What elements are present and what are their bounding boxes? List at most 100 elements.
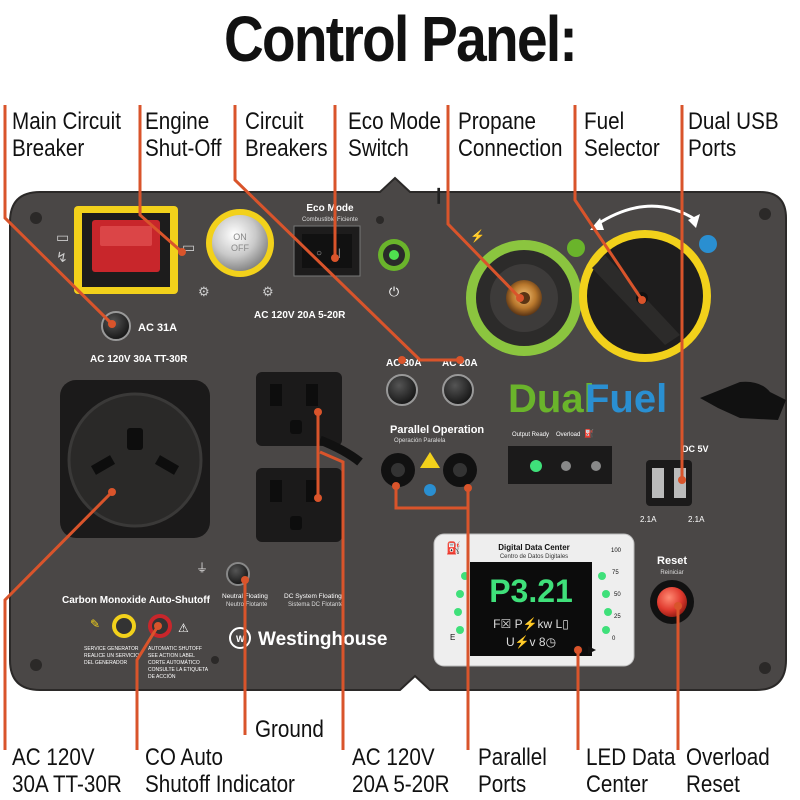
outlet-20a-top-ground bbox=[290, 420, 302, 434]
label-ac-30a: AC 120V 30A TT-30R bbox=[12, 744, 122, 798]
engine-shutoff-ring bbox=[206, 209, 274, 277]
display-row-2: F☒ P⚡kw L▯ bbox=[493, 617, 569, 631]
gauge-dot bbox=[604, 608, 612, 616]
label-eco-mode-switch: Eco Mode Switch bbox=[348, 108, 441, 162]
screw-hole bbox=[759, 662, 771, 674]
propane-fuel-icon bbox=[567, 239, 585, 257]
neutral-floating-sub: Neutro Flotante bbox=[226, 602, 268, 608]
overload-label: Overload bbox=[556, 432, 580, 438]
co-title: Carbon Monoxide Auto-Shutoff bbox=[62, 595, 211, 606]
co-shutoff-led bbox=[152, 618, 168, 634]
label-ground: Ground bbox=[255, 716, 324, 743]
gauge-25-label: 25 bbox=[614, 614, 621, 620]
breaker-20a-button[interactable] bbox=[442, 374, 474, 406]
parallel-port-right[interactable] bbox=[443, 453, 477, 487]
co-service-text-1: SERVICE GENERATOR bbox=[84, 646, 139, 652]
screw-hole bbox=[759, 208, 771, 220]
warning-icon bbox=[420, 452, 440, 468]
co-service-text-2: REALICE UN SERVICIO bbox=[84, 653, 139, 659]
propane-ring bbox=[466, 240, 582, 356]
arrow-head-right bbox=[688, 214, 700, 228]
leader-ac-30a bbox=[3, 490, 114, 750]
panel-body bbox=[9, 176, 787, 691]
fuel-selector-ring bbox=[579, 230, 711, 362]
fuel-selector-knob[interactable] bbox=[587, 238, 703, 354]
gauge-100-label: 100 bbox=[611, 548, 622, 554]
brand-fuel-text: Fuel bbox=[585, 377, 667, 421]
output-ready-led bbox=[530, 460, 542, 472]
engine-on-label: ON bbox=[233, 232, 247, 242]
oil-icon: ⛽ bbox=[584, 428, 594, 438]
outlet-20a-bottom[interactable] bbox=[256, 468, 342, 542]
leader-lines bbox=[3, 105, 684, 750]
gauge-75-label: 75 bbox=[612, 570, 619, 576]
usb-port-right[interactable] bbox=[674, 468, 686, 498]
usb-right-rating: 2.1A bbox=[688, 515, 705, 524]
parallel-title: Parallel Operation bbox=[390, 424, 484, 436]
page-title: Control Panel: bbox=[223, 3, 578, 75]
parallel-port-left-inner bbox=[391, 463, 405, 477]
data-center-bezel bbox=[433, 533, 635, 667]
ground-terminal[interactable] bbox=[226, 562, 250, 586]
propane-inner bbox=[490, 264, 558, 332]
outlet-30a-ground-slot bbox=[127, 428, 143, 450]
gauge-dot bbox=[456, 590, 464, 598]
eco-mode-switch[interactable] bbox=[293, 225, 361, 277]
engine-icon: ⚙ bbox=[198, 284, 210, 299]
power-button-ring bbox=[378, 239, 410, 271]
breaker-20a-label: AC 20A bbox=[442, 358, 478, 369]
label-fuel-selector: Fuel Selector bbox=[584, 108, 660, 162]
outlet-20a-top-slot bbox=[270, 384, 282, 406]
parallel-port-left[interactable] bbox=[381, 453, 415, 487]
main-breaker-button[interactable] bbox=[101, 311, 131, 341]
engine-off-label: OFF bbox=[231, 243, 249, 253]
power-led bbox=[389, 250, 399, 260]
engine-icon: ⚙ bbox=[262, 284, 274, 299]
propane-cap-icon: ❙ bbox=[432, 187, 445, 204]
main-breaker-switch[interactable] bbox=[92, 220, 160, 272]
reset-title: Reset bbox=[657, 555, 687, 567]
eco-off-icon: ○ bbox=[316, 248, 322, 259]
ground-symbol-icon: ⏚ bbox=[196, 561, 208, 575]
oil-led bbox=[591, 461, 601, 471]
fuel-gauge-icon: ⛽ bbox=[446, 541, 461, 555]
reset-button[interactable] bbox=[657, 587, 687, 617]
main-breaker-housing bbox=[82, 213, 170, 287]
gauge-dot bbox=[598, 572, 606, 580]
breaker-30a-button[interactable] bbox=[386, 374, 418, 406]
output-ready-label: Output Ready bbox=[512, 432, 549, 438]
outlet-30a-slot-left bbox=[90, 455, 116, 475]
power-button[interactable] bbox=[383, 244, 405, 266]
data-center-screen bbox=[470, 562, 592, 656]
gauge-dot bbox=[454, 608, 462, 616]
usb-cover bbox=[700, 381, 786, 420]
label-led-data-center: LED Data Center bbox=[586, 744, 676, 798]
label-main-circuit-breaker: Main Circuit Breaker bbox=[12, 108, 121, 162]
outlet-20a-bottom-ground bbox=[290, 516, 302, 530]
propane-connector[interactable] bbox=[506, 280, 542, 316]
brand-name: Westinghouse bbox=[258, 629, 388, 650]
battery-icon: ▭ bbox=[182, 239, 195, 255]
eco-mode-subtitle: Combustible Ficiente bbox=[302, 217, 359, 223]
battery-icon: ▭ bbox=[56, 229, 69, 245]
display-reading: P3.21 bbox=[489, 573, 573, 609]
usb-port-left[interactable] bbox=[652, 468, 664, 498]
power-icon: ⏻ bbox=[389, 284, 399, 299]
usb-dc-label: DC 5V bbox=[682, 444, 709, 454]
outlet-30a-face[interactable] bbox=[67, 392, 203, 528]
overload-led bbox=[561, 461, 571, 471]
gasoline-fuel-icon bbox=[699, 235, 717, 253]
outlet-20a-top[interactable] bbox=[256, 372, 342, 446]
data-center-subtitle: Centro de Datos Digitales bbox=[500, 554, 568, 560]
outlets-20a-label: AC 120V 20A 5-20R bbox=[254, 310, 346, 321]
display-mode-arrow bbox=[588, 646, 596, 654]
arrow-head-left bbox=[590, 218, 604, 230]
co-service-text-3: DEL GENERADOR bbox=[84, 660, 128, 666]
dc-floating-sub: Sistema DC Flotante bbox=[288, 602, 344, 608]
fuel-selector-center bbox=[636, 292, 648, 304]
display-mode-button[interactable] bbox=[573, 645, 583, 655]
co-service-led-ring bbox=[112, 614, 136, 638]
engine-shutoff-button[interactable] bbox=[212, 215, 268, 271]
reset-bezel bbox=[650, 580, 694, 624]
selector-arc-arrow bbox=[595, 204, 697, 227]
